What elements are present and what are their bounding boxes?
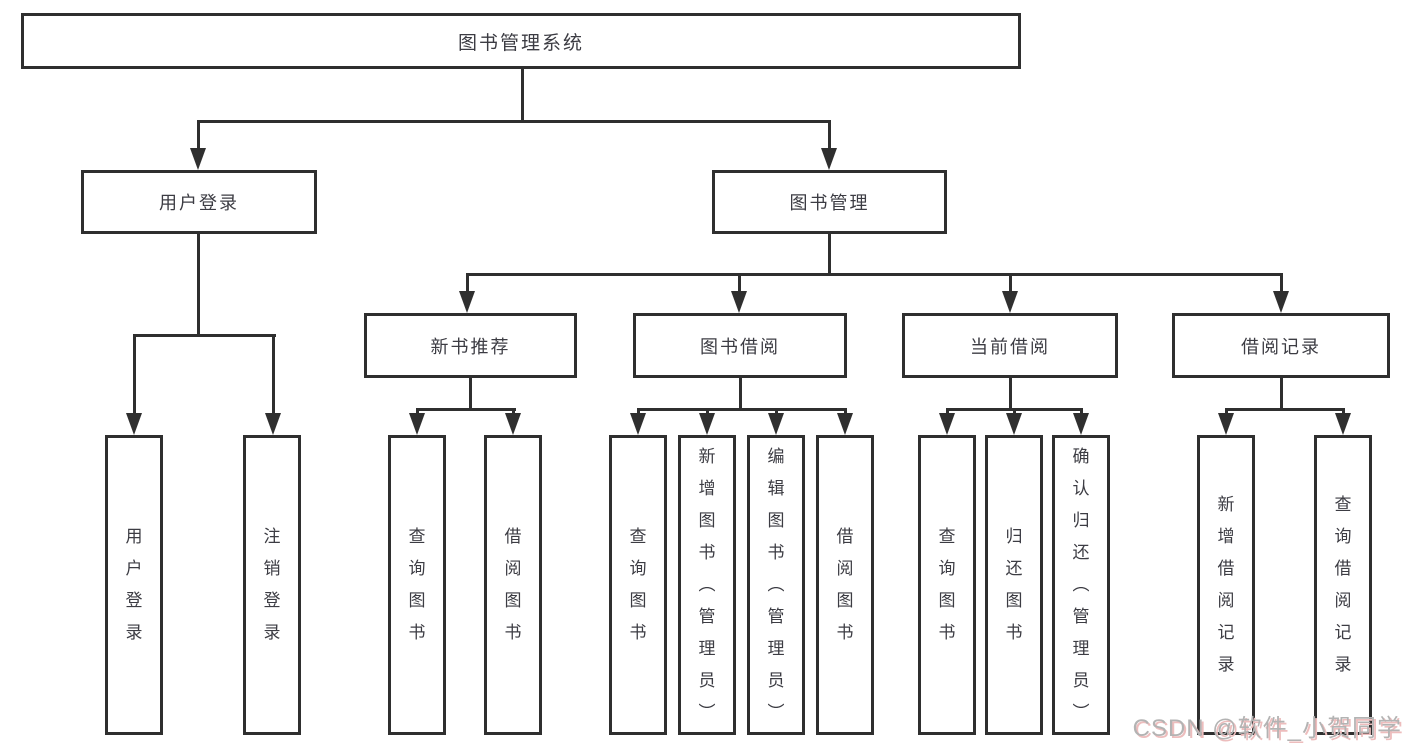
connector-vline <box>1080 408 1083 415</box>
arrowhead-down <box>1218 413 1234 435</box>
arrowhead-down <box>190 148 206 170</box>
csdn-watermark: CSDN @软件_小贺同学 <box>1132 715 1402 742</box>
arrowhead-down <box>837 413 853 435</box>
node-user-login: 用户登录 <box>81 170 317 234</box>
leaf-user-login: 用户登录 <box>105 435 163 735</box>
arrowhead-down <box>630 413 646 435</box>
node-library-management-system: 图书管理系统 <box>21 13 1021 69</box>
arrowhead-down <box>699 413 715 435</box>
connector-vline <box>197 233 200 337</box>
arrowhead-down <box>768 413 784 435</box>
connector-vline <box>466 273 469 293</box>
node-current-borrowing: 当前借阅 <box>902 313 1118 378</box>
leaf-confirm-return-admin: 确认归还︵管理员︶ <box>1052 435 1110 735</box>
connector-vline <box>197 120 200 150</box>
leaf-add-borrow-record: 新增借阅记录 <box>1197 435 1255 735</box>
connector-vline <box>775 408 778 415</box>
node-new-book-recommendation: 新书推荐 <box>364 313 577 378</box>
connector-hline <box>197 120 831 123</box>
arrowhead-down <box>731 291 747 313</box>
node-book-borrowing: 图书借阅 <box>633 313 847 378</box>
connector-vline <box>828 233 831 276</box>
connector-vline <box>1280 273 1283 293</box>
connector-hline <box>133 334 276 337</box>
leaf-query-books-borrowing: 查询图书 <box>609 435 667 735</box>
arrowhead-down <box>1002 291 1018 313</box>
arrowhead-down <box>1335 413 1351 435</box>
connector-vline <box>1280 377 1283 411</box>
arrowhead-down <box>459 291 475 313</box>
connector-vline <box>706 408 709 415</box>
leaf-return-books: 归还图书 <box>985 435 1043 735</box>
leaf-borrow-books-recommend: 借阅图书 <box>484 435 542 735</box>
connector-vline <box>1225 408 1228 415</box>
connector-vline <box>1013 408 1016 415</box>
connector-vline <box>1009 273 1012 293</box>
connector-hline <box>466 273 1283 276</box>
connector-vline <box>637 408 640 415</box>
arrowhead-down <box>1006 413 1022 435</box>
connector-hline <box>1225 408 1344 411</box>
leaf-add-book-admin: 新增图书︵管理员︶ <box>678 435 736 735</box>
connector-vline <box>828 120 831 150</box>
arrowhead-down <box>1073 413 1089 435</box>
arrowhead-down <box>939 413 955 435</box>
arrowhead-down <box>265 413 281 435</box>
leaf-query-borrow-record: 查询借阅记录 <box>1314 435 1372 735</box>
connector-hline <box>416 408 516 411</box>
connector-vline <box>738 273 741 293</box>
leaf-logout: 注销登录 <box>243 435 301 735</box>
arrowhead-down <box>126 413 142 435</box>
connector-hline <box>637 408 846 411</box>
connector-vline <box>739 377 742 411</box>
leaf-edit-book-admin: 编辑图书︵管理员︶ <box>747 435 805 735</box>
arrowhead-down <box>1273 291 1289 313</box>
node-borrowing-records: 借阅记录 <box>1172 313 1390 378</box>
connector-vline <box>844 408 847 415</box>
connector-vline <box>416 408 419 415</box>
arrowhead-down <box>409 413 425 435</box>
leaf-query-books-recommend: 查询图书 <box>388 435 446 735</box>
connector-vline <box>512 408 515 415</box>
leaf-borrow-books-borrowing: 借阅图书 <box>816 435 874 735</box>
connector-vline <box>946 408 949 415</box>
node-book-management: 图书管理 <box>712 170 947 234</box>
connector-vline <box>1009 377 1012 411</box>
connector-vline <box>272 334 275 415</box>
arrowhead-down <box>505 413 521 435</box>
arrowhead-down <box>821 148 837 170</box>
connector-vline <box>469 377 472 411</box>
connector-vline <box>521 68 524 123</box>
connector-vline <box>133 334 136 415</box>
leaf-query-books-current: 查询图书 <box>918 435 976 735</box>
connector-vline <box>1342 408 1345 415</box>
